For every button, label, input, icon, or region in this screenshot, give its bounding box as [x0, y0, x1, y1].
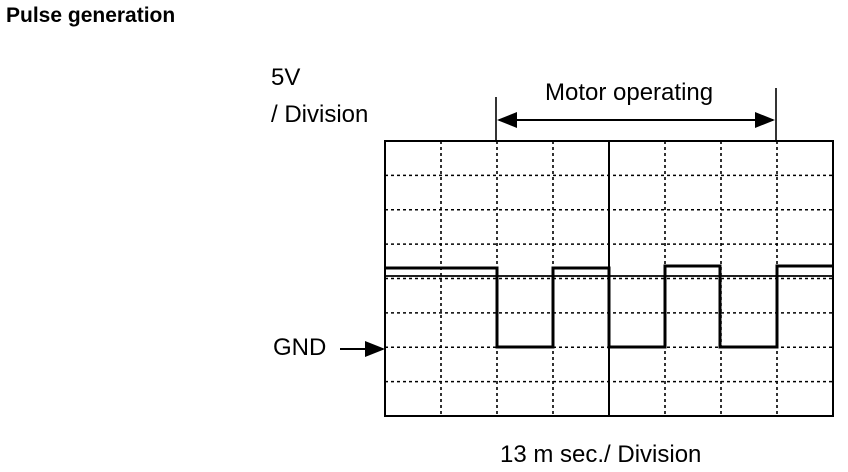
time-scale-label: 13 m sec./ Division [500, 441, 702, 468]
voltage-scale-label: 5V [271, 64, 301, 91]
gnd-label: GND [273, 334, 327, 361]
voltage-division-label: / Division [271, 101, 369, 128]
pulse-waveform [385, 264, 833, 349]
motor-operating-label: Motor operating [545, 79, 714, 106]
scope-frame [384, 140, 834, 417]
page-title: Pulse generation [6, 4, 176, 27]
